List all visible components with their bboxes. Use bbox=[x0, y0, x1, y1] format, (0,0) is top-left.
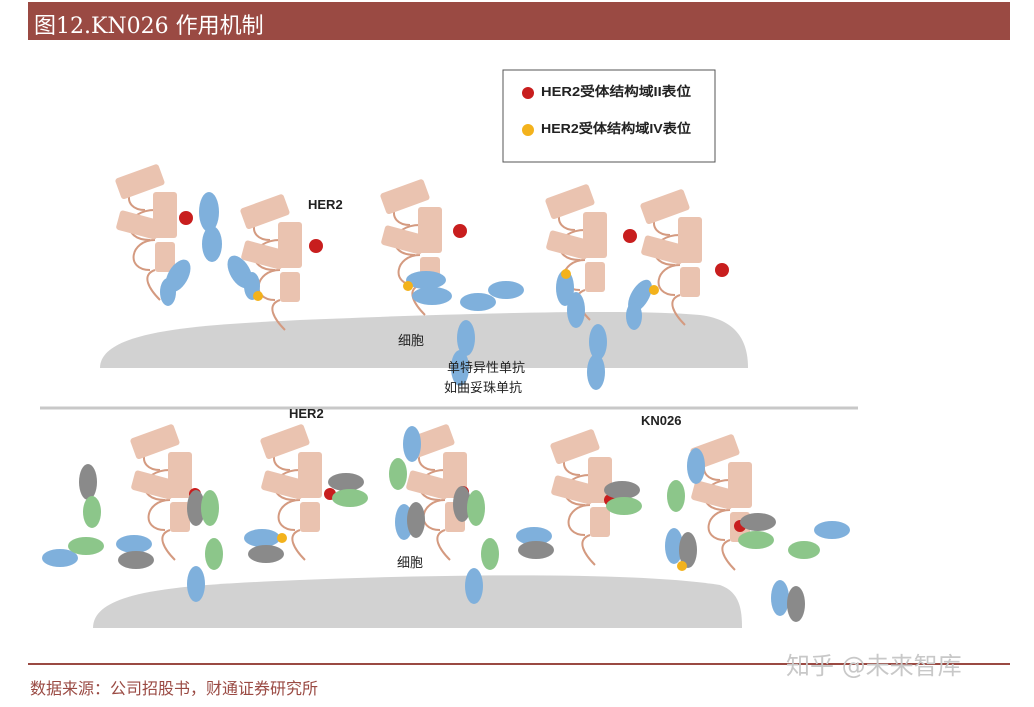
epitope-ii-marker bbox=[309, 239, 323, 253]
label-her2-bottom: HER2 bbox=[289, 406, 324, 421]
cell-membrane-bottom bbox=[93, 575, 742, 628]
cell-membrane-top bbox=[100, 312, 748, 368]
label-mab-line2: 如曲妥珠单抗 bbox=[444, 380, 522, 395]
label-kn026: KN026 bbox=[641, 413, 681, 428]
legend-marker-epitope-ii bbox=[522, 87, 534, 99]
monospecific-antibody bbox=[406, 271, 524, 386]
watermark: 知乎 @未来智库 bbox=[786, 652, 962, 680]
her2-receptor bbox=[548, 427, 613, 566]
label-cell-top: 细胞 bbox=[398, 333, 424, 348]
legend-item-epitope-ii: HER2受体结构域II表位 bbox=[541, 84, 691, 99]
bispecific-antibody-kn026 bbox=[604, 448, 705, 568]
bispecific-antibody-kn026 bbox=[187, 490, 284, 602]
bispecific-antibody-kn026 bbox=[42, 464, 154, 569]
figure-title: 图12.KN026 作用机制 bbox=[34, 14, 264, 39]
legend-item-epitope-iv: HER2受体结构域IV表位 bbox=[541, 121, 691, 136]
epitope-iv-marker bbox=[253, 291, 263, 301]
source-note: 数据来源：公司招股书，财通证券研究所 bbox=[30, 679, 319, 698]
epitope-ii-marker bbox=[623, 229, 637, 243]
epitope-iv-marker bbox=[403, 281, 413, 291]
epitope-iv-marker bbox=[677, 561, 687, 571]
bispecific-antibody-kn026 bbox=[738, 513, 850, 622]
monospecific-antibody bbox=[556, 270, 652, 390]
epitope-ii-marker bbox=[453, 224, 467, 238]
source-divider bbox=[28, 663, 1010, 665]
figure-title-bar: 图12.KN026 作用机制 bbox=[28, 2, 1010, 40]
epitope-iv-marker bbox=[561, 269, 571, 279]
legend-marker-epitope-iv bbox=[522, 124, 534, 136]
label-cell-bottom: 细胞 bbox=[397, 555, 423, 570]
epitope-ii-marker bbox=[179, 211, 193, 225]
her2-receptor bbox=[238, 192, 303, 331]
label-mab-line1: 单特异性单抗 bbox=[447, 360, 525, 375]
epitope-iv-marker bbox=[649, 285, 659, 295]
epitope-iv-marker bbox=[277, 533, 287, 543]
her2-receptor bbox=[638, 187, 703, 326]
epitope-ii-marker bbox=[715, 263, 729, 277]
label-her2-top: HER2 bbox=[308, 197, 343, 212]
bispecific-antibody-kn026 bbox=[453, 486, 554, 604]
legend bbox=[502, 69, 716, 163]
bispecific-antibody-kn026 bbox=[328, 426, 425, 540]
